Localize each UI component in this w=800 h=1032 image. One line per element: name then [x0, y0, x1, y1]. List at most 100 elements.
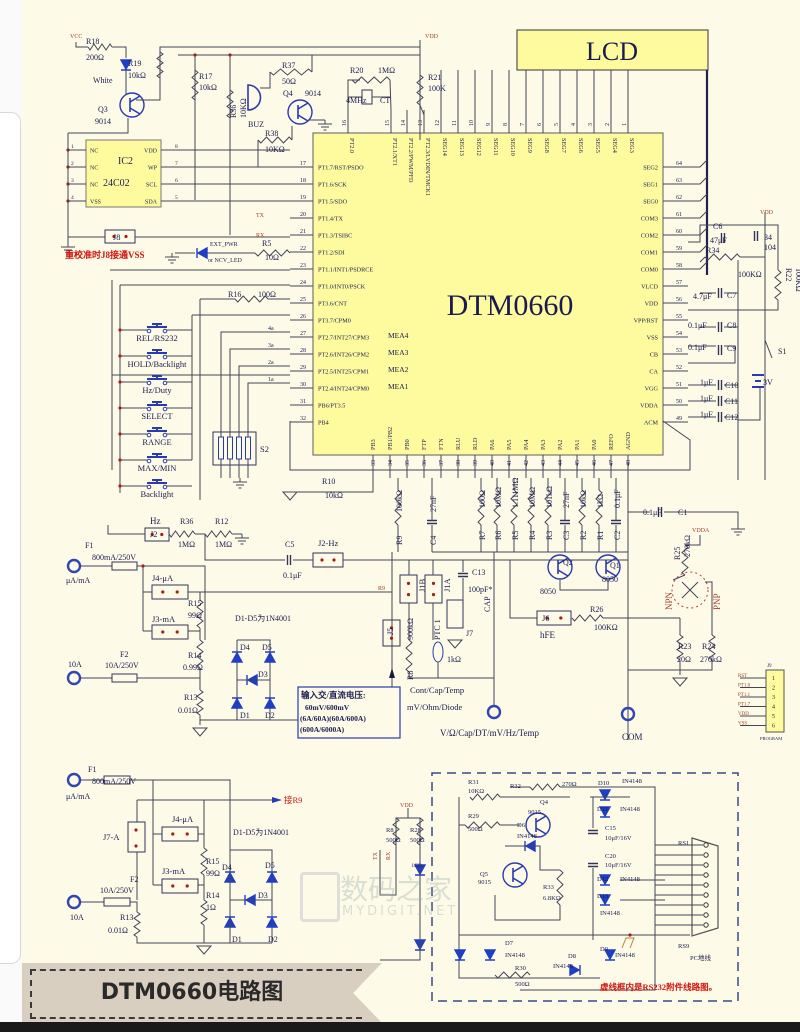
diode-symbol [230, 651, 244, 663]
component-ref-c8: C8 [727, 321, 736, 330]
resistor-symbol [493, 489, 501, 526]
component-ref-d7: D7 [505, 940, 514, 947]
pin-number: 40 [490, 460, 496, 466]
buzzer-icon [247, 84, 262, 111]
j9-pin-number: 3 [772, 695, 775, 701]
pin-label: PB3 [370, 439, 377, 450]
button-contact [162, 406, 168, 412]
transistor-symbol [547, 554, 573, 580]
component-ref-d2: D2 [265, 711, 275, 720]
pin-label: SCL [146, 183, 157, 189]
pin-label: PT1.6/SCK [318, 182, 347, 189]
resistor-symbol [708, 634, 716, 661]
switch-line-label: 3a [268, 343, 274, 349]
jumper-box [151, 624, 189, 640]
pin-number: 62 [676, 195, 682, 201]
input-terminal[interactable] [66, 670, 82, 686]
input-terminal[interactable] [66, 894, 82, 910]
button-hold-backlight[interactable]: HOLD/Backlight [127, 359, 187, 369]
pin-number: 6 [537, 123, 543, 126]
pin-number: 9 [486, 123, 492, 126]
button-rel-rs232[interactable]: REL/RS232 [136, 333, 178, 343]
j9-pin-label: RST [738, 674, 747, 679]
component-ref-r21: R21 [428, 73, 441, 82]
capacitor-symbol [717, 380, 723, 390]
pin-number: 11 [452, 120, 458, 126]
input-terminal[interactable] [486, 704, 502, 720]
switch-s2-body[interactable] [212, 431, 257, 466]
component-ref-r13: R13 [184, 693, 197, 702]
pin-number: 5 [175, 195, 178, 201]
dip-switch-lever[interactable] [227, 436, 233, 460]
button-hz-duty[interactable]: Hz/Duty [142, 385, 172, 395]
input-terminal[interactable] [620, 706, 636, 722]
capacitor-symbol [560, 519, 570, 525]
component-value-d12: IN4148 [620, 876, 640, 883]
wire [260, 72, 271, 89]
component-value-d6: IN4148 [517, 833, 537, 840]
junction-dot [118, 432, 122, 436]
wire [559, 580, 609, 591]
input-terminal[interactable] [66, 558, 82, 574]
transistor-symbol [119, 92, 145, 118]
wire [705, 581, 713, 635]
pin-number: 53 [676, 348, 682, 354]
component-ref-r20: R20 [350, 66, 363, 75]
wire [347, 79, 360, 110]
wire [136, 46, 421, 140]
pin-number: 25 [300, 297, 306, 303]
component-ref-d3: D3 [258, 891, 268, 900]
dip-switch-lever[interactable] [236, 436, 242, 460]
wire [688, 193, 708, 202]
pin-label: ACM [644, 420, 659, 427]
junction-dot [118, 406, 122, 410]
dip-switch-lever[interactable] [218, 436, 224, 460]
component-value-r5: 10Ω [265, 253, 279, 262]
pc-ground-icon [621, 937, 635, 949]
pin-number: 21 [300, 229, 306, 235]
diode-symbol [265, 871, 279, 883]
component-value-d7: IN4148 [505, 952, 525, 959]
component-ref-r3: R3 [545, 531, 554, 540]
wire [380, 850, 421, 961]
component-value-c8: 0.1μF [688, 321, 707, 330]
component-ref-c1: C1 [678, 508, 687, 517]
button-max-min[interactable]: MAX/MIN [138, 463, 177, 473]
component-ref-r8: R8 [406, 671, 415, 680]
page-title: DTM0660电路图 [100, 980, 284, 1005]
button-contact [146, 484, 152, 490]
component-ref-d4: D4 [240, 643, 250, 652]
button-backlight[interactable]: Backlight [140, 489, 174, 499]
component-ref-r33: R33 [543, 884, 554, 891]
pin-number: 8 [175, 144, 178, 150]
button-range[interactable]: RANGE [142, 437, 171, 447]
component-value-f2: 10A/250V [100, 886, 134, 895]
pin-label: NC [90, 149, 98, 155]
rs232-note: 虚线框内是RS232附件线路图。 [600, 982, 717, 992]
ground-icon [61, 243, 75, 254]
component-ref-c3: C3 [562, 531, 571, 540]
resistor-symbol [469, 793, 501, 801]
component-value-r19: 10kΩ [128, 71, 146, 80]
component-ref-q4: Q4 [540, 799, 549, 806]
button-label: SELECT [141, 411, 173, 421]
button-select[interactable]: SELECT [141, 411, 173, 421]
resistor-symbol [394, 489, 402, 526]
fuse-f2 [103, 897, 131, 907]
wire [764, 339, 773, 359]
pin-number: 52 [676, 365, 682, 371]
input-terminal[interactable] [66, 772, 82, 788]
diode-symbol [196, 246, 208, 260]
capacitor-symbol [717, 396, 723, 406]
mea-label: MEA4 [388, 331, 409, 340]
pin-number: 17 [300, 161, 306, 167]
input-range: (600A/6000A) [300, 725, 345, 734]
net-label: VDD [425, 34, 439, 40]
pin-number: 24 [300, 280, 306, 286]
pin-label: AGND [625, 432, 632, 450]
dip-switch-lever[interactable] [245, 436, 251, 460]
pin-label: CA [649, 369, 658, 376]
button-label: Hz/Duty [142, 385, 172, 395]
net-label: VCC [70, 34, 82, 40]
button-contact [146, 328, 152, 334]
